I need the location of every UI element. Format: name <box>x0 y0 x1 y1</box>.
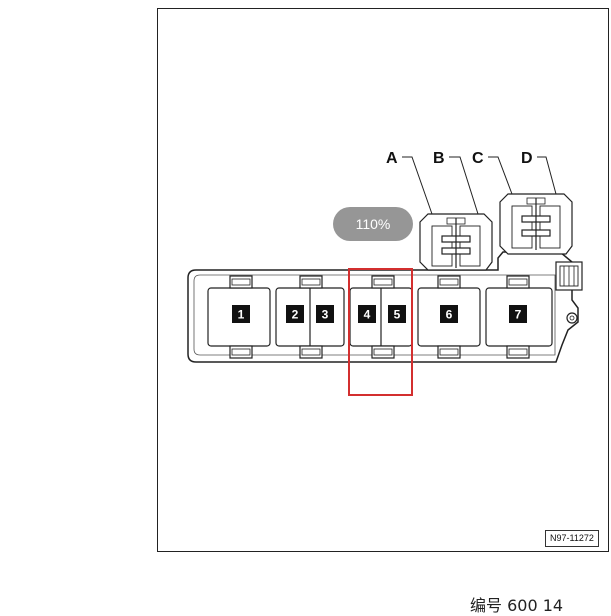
zoom-level-badge: 110% <box>333 207 413 241</box>
callout-a: A <box>386 150 398 167</box>
slot-7-label: 7 <box>515 308 522 322</box>
slot-6-label: 6 <box>446 308 453 322</box>
slot-badges: 1 2 3 4 5 6 7 <box>232 305 527 323</box>
figure-id-label: N97-11272 <box>545 530 599 547</box>
relay-slot-housings <box>207 275 553 359</box>
slot-3-label: 3 <box>322 308 329 322</box>
callout-b: B <box>433 150 445 167</box>
callout-c: C <box>472 150 484 167</box>
slot-5-label: 5 <box>394 308 401 322</box>
slot-4-label: 4 <box>364 308 371 322</box>
callout-d: D <box>521 150 533 167</box>
mounting-hole <box>566 312 578 324</box>
slot-1-label: 1 <box>238 308 245 322</box>
callout-leaders <box>402 156 557 215</box>
highlight-box-slots-4-5 <box>348 268 413 396</box>
upper-relay-cd <box>499 193 573 255</box>
upper-relay-ab <box>419 213 493 271</box>
slot-2-label: 2 <box>292 308 299 322</box>
caption-text: 编号 600 14 <box>470 596 564 615</box>
side-connector <box>555 261 583 291</box>
relay-carrier-inner-outline <box>193 274 556 356</box>
